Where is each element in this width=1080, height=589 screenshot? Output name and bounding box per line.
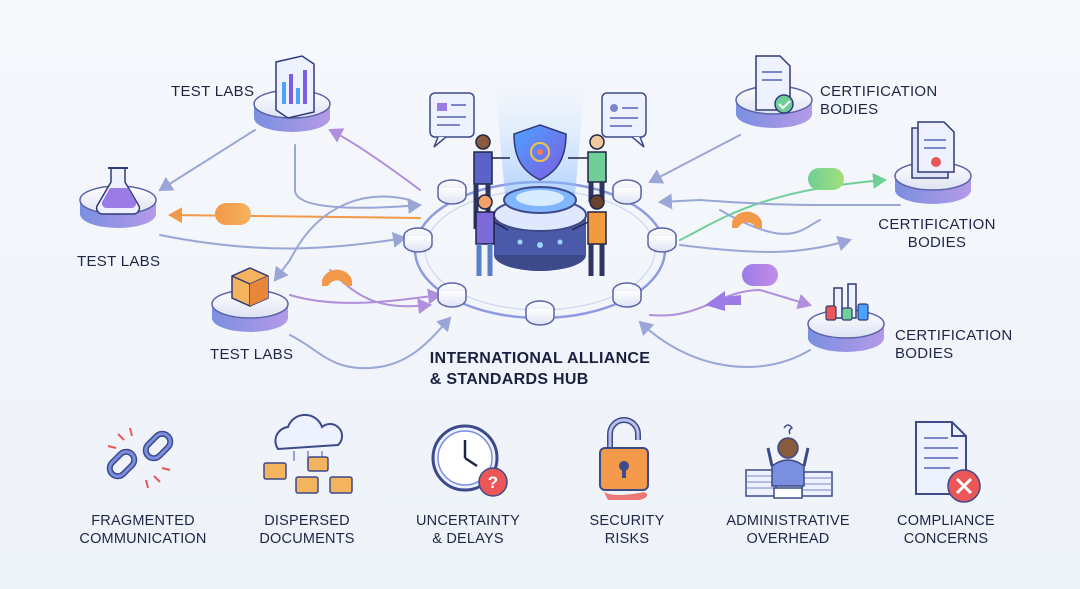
ring-node	[437, 179, 467, 205]
stressed-person-icon	[745, 424, 833, 499]
test-labs-top-label: TEST LABS	[171, 83, 255, 100]
issue-fragmented-communication: FRAGMENTED COMMUNICATION	[79, 512, 206, 548]
hub-title: INTERNATIONAL ALLIANCE & STANDARDS HUB	[430, 348, 651, 390]
cert-top-label-line1: CERTIFICATION	[820, 83, 938, 100]
green-pill	[808, 168, 844, 190]
person-figure	[571, 194, 607, 276]
arrow-testlab-bottom-low	[289, 316, 452, 370]
lab-equipment-icon	[825, 283, 869, 321]
arrow-testlab-top-to-mid	[158, 129, 256, 192]
svg-text:?: ?	[488, 473, 498, 492]
flask-icon	[95, 167, 141, 215]
purple-pill	[742, 264, 778, 286]
cert-bottom-label: CERTIFICATION BODIES	[895, 327, 1013, 363]
arrow-testlab-bottom-to-hub	[289, 288, 442, 305]
ring-node	[525, 300, 555, 326]
test-labs-top-platform[interactable]	[253, 55, 331, 132]
people-figures	[473, 134, 607, 276]
orange-pill	[215, 203, 251, 225]
documents-stack-icon	[911, 121, 955, 179]
issue-security-risks: SECURITY RISKS	[590, 512, 665, 548]
person-figure	[475, 194, 509, 276]
orange-bridge-right-icon	[732, 211, 762, 228]
arrow-testlab-top-to-hub	[294, 144, 422, 214]
cert-bottom-platform[interactable]	[807, 283, 885, 352]
cloud-folders-icon	[263, 413, 353, 494]
issue-label-line2: RISKS	[604, 531, 650, 547]
test-labs-mid-platform[interactable]	[79, 167, 157, 228]
central-hub	[403, 80, 677, 326]
chat-bubble-icon	[429, 92, 475, 148]
ring-node	[437, 282, 467, 308]
arrow-hub-to-cert-mid-green	[679, 172, 887, 241]
data-pills	[215, 168, 844, 311]
orange-bridge-left-icon	[322, 269, 352, 286]
issue-label-line2: OVERHEAD	[746, 531, 830, 547]
issue-label-line2: COMMUNICATION	[79, 531, 207, 547]
test-labs-mid-label: TEST LABS	[77, 253, 161, 270]
cert-top-platform[interactable]	[735, 55, 813, 128]
cert-mid-label: CERTIFICATION BODIES	[878, 216, 996, 252]
purple-arrow-icon	[705, 291, 741, 311]
issue-label-line1: SECURITY	[589, 513, 665, 529]
certificate-check-icon	[755, 55, 794, 114]
issue-label-line2: DOCUMENTS	[259, 531, 355, 547]
issue-label-line1: COMPLIANCE	[897, 513, 995, 529]
issue-dispersed-documents: DISPERSED DOCUMENTS	[259, 512, 354, 548]
broken-chain-icon	[106, 427, 174, 489]
arrow-cert-bottom-to-hub	[638, 320, 811, 368]
cert-bottom-label-line1: CERTIFICATION	[895, 327, 1013, 344]
arrow-hub-to-testlab-bottom	[273, 195, 411, 282]
hub-title-line1: INTERNATIONAL ALLIANCE	[429, 350, 651, 367]
open-padlock-icon	[599, 417, 649, 500]
ring-node	[612, 282, 642, 308]
cert-mid-label-line2: BODIES	[907, 234, 967, 251]
issue-compliance-concerns: COMPLIANCE CONCERNS	[897, 512, 995, 548]
hub-title-line2: & STANDARDS HUB	[429, 371, 589, 388]
cert-bottom-label-line2: BODIES	[895, 345, 954, 362]
arrow-hub-to-cert-mid	[679, 235, 852, 253]
profile-card-icon	[601, 92, 647, 148]
cert-top-label-line2: BODIES	[820, 101, 879, 118]
arrow-cert-mid-to-hub	[658, 193, 901, 210]
building-chart-icon	[275, 55, 315, 119]
issue-label-line1: FRAGMENTED	[91, 513, 195, 529]
ring-node	[612, 179, 642, 205]
test-labs-bottom-label: TEST LABS	[210, 346, 294, 363]
ring-nodes	[403, 179, 677, 326]
ring-node	[403, 227, 433, 253]
issue-label-line1: ADMINISTRATIVE	[726, 513, 850, 529]
cert-top-label: CERTIFICATION BODIES	[820, 83, 938, 119]
cube-icon	[231, 267, 269, 307]
cert-mid-platform[interactable]	[894, 121, 972, 204]
ring-node	[647, 227, 677, 253]
cert-mid-label-line1: CERTIFICATION	[878, 216, 996, 233]
issue-label-line2: & DELAYS	[432, 531, 504, 547]
issue-administrative-overhead: ADMINISTRATIVE OVERHEAD	[726, 512, 849, 548]
arrow-hub-to-testlab-top	[328, 128, 421, 191]
arrow-testlab-mid-to-hub	[159, 231, 407, 250]
test-labs-bottom-platform[interactable]	[211, 267, 289, 332]
issue-uncertainty-delays: UNCERTAINTY & DELAYS	[416, 512, 520, 548]
arrow-hub-to-testlab-mid	[168, 207, 421, 224]
issue-label-line1: DISPERSED	[264, 513, 350, 529]
arrow-cert-top-to-hub	[648, 134, 741, 184]
clock-question-icon: ?	[431, 424, 508, 497]
issue-label-line2: CONCERNS	[903, 531, 989, 547]
document-x-icon	[915, 421, 981, 503]
issue-label-line1: UNCERTAINTY	[416, 513, 520, 529]
